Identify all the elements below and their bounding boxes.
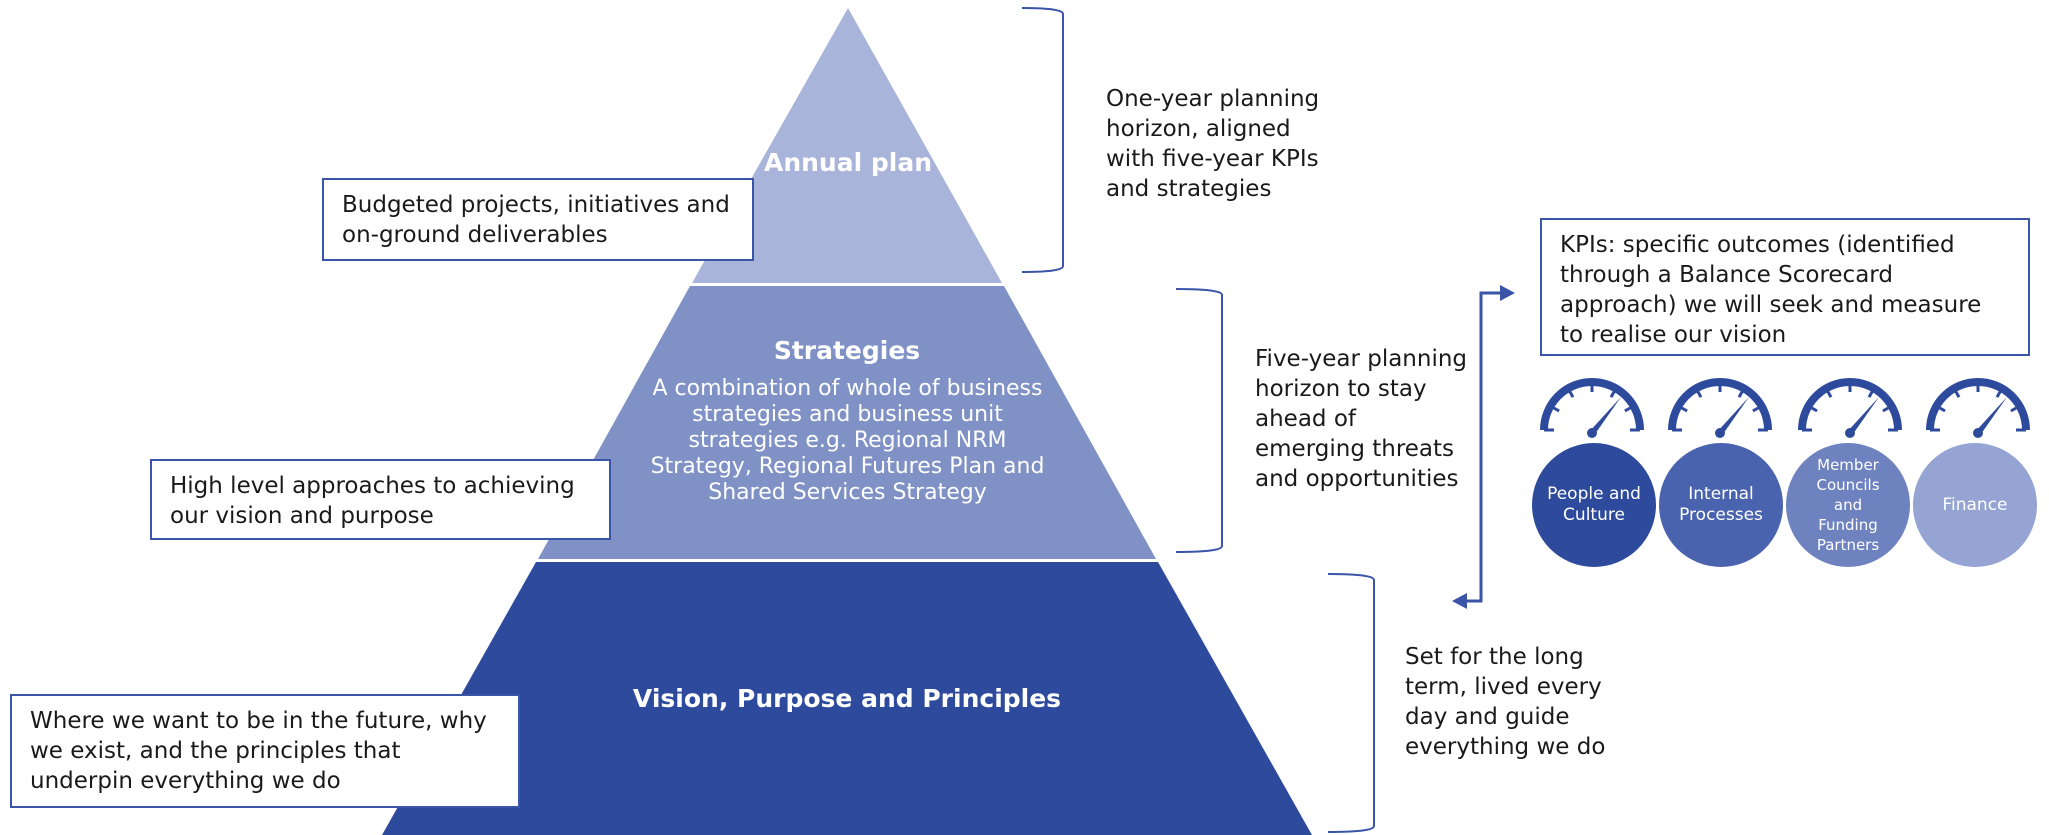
pyramid-tier-annual (692, 8, 1002, 283)
scorecard-circle-people-culture: People and Culture (1532, 443, 1656, 567)
bracket-strategies (1175, 288, 1223, 553)
pyramid-title-annual: Annual plan (763, 148, 933, 177)
pyramid-title-strategies: Strategies (773, 336, 921, 365)
callout-kpis: KPIs: specific outcomes (identified thro… (1540, 218, 2030, 356)
gauge-icon (1798, 378, 1902, 438)
pyramid-title-vision: Vision, Purpose and Principles (632, 684, 1062, 713)
pyramid-description-strategies: A combination of whole of business strat… (650, 376, 1045, 505)
bracket-vision (1327, 573, 1375, 833)
gauge-icon (1926, 378, 2030, 438)
pyramid-tier-strategies (538, 286, 1156, 559)
scorecard-circle-internal-processes: Internal Processes (1659, 443, 1783, 567)
horizon-note-vision: Set for the long term, lived every day a… (1405, 644, 1606, 760)
pyramid-tier-vision (382, 562, 1312, 835)
kpi-connector-arrow (1452, 285, 1515, 609)
gauge-icon (1668, 378, 1772, 438)
scorecard-circle-member-councils: Member Councils and Funding Partners (1786, 443, 1910, 567)
horizon-note-annual: One-year planning horizon, aligned with … (1106, 86, 1320, 202)
scorecard-circle-finance: Finance (1913, 443, 2037, 567)
horizon-note-strategies: Five-year planning horizon to stay ahead… (1255, 346, 1468, 492)
callout-vision: Where we want to be in the future, why w… (10, 694, 520, 808)
gauge-icon (1540, 378, 1644, 438)
bracket-annual (1021, 7, 1064, 273)
callout-strategies: High level approaches to achieving our v… (150, 459, 611, 540)
callout-annual-plan: Budgeted projects, initiatives and on-gr… (322, 178, 754, 261)
